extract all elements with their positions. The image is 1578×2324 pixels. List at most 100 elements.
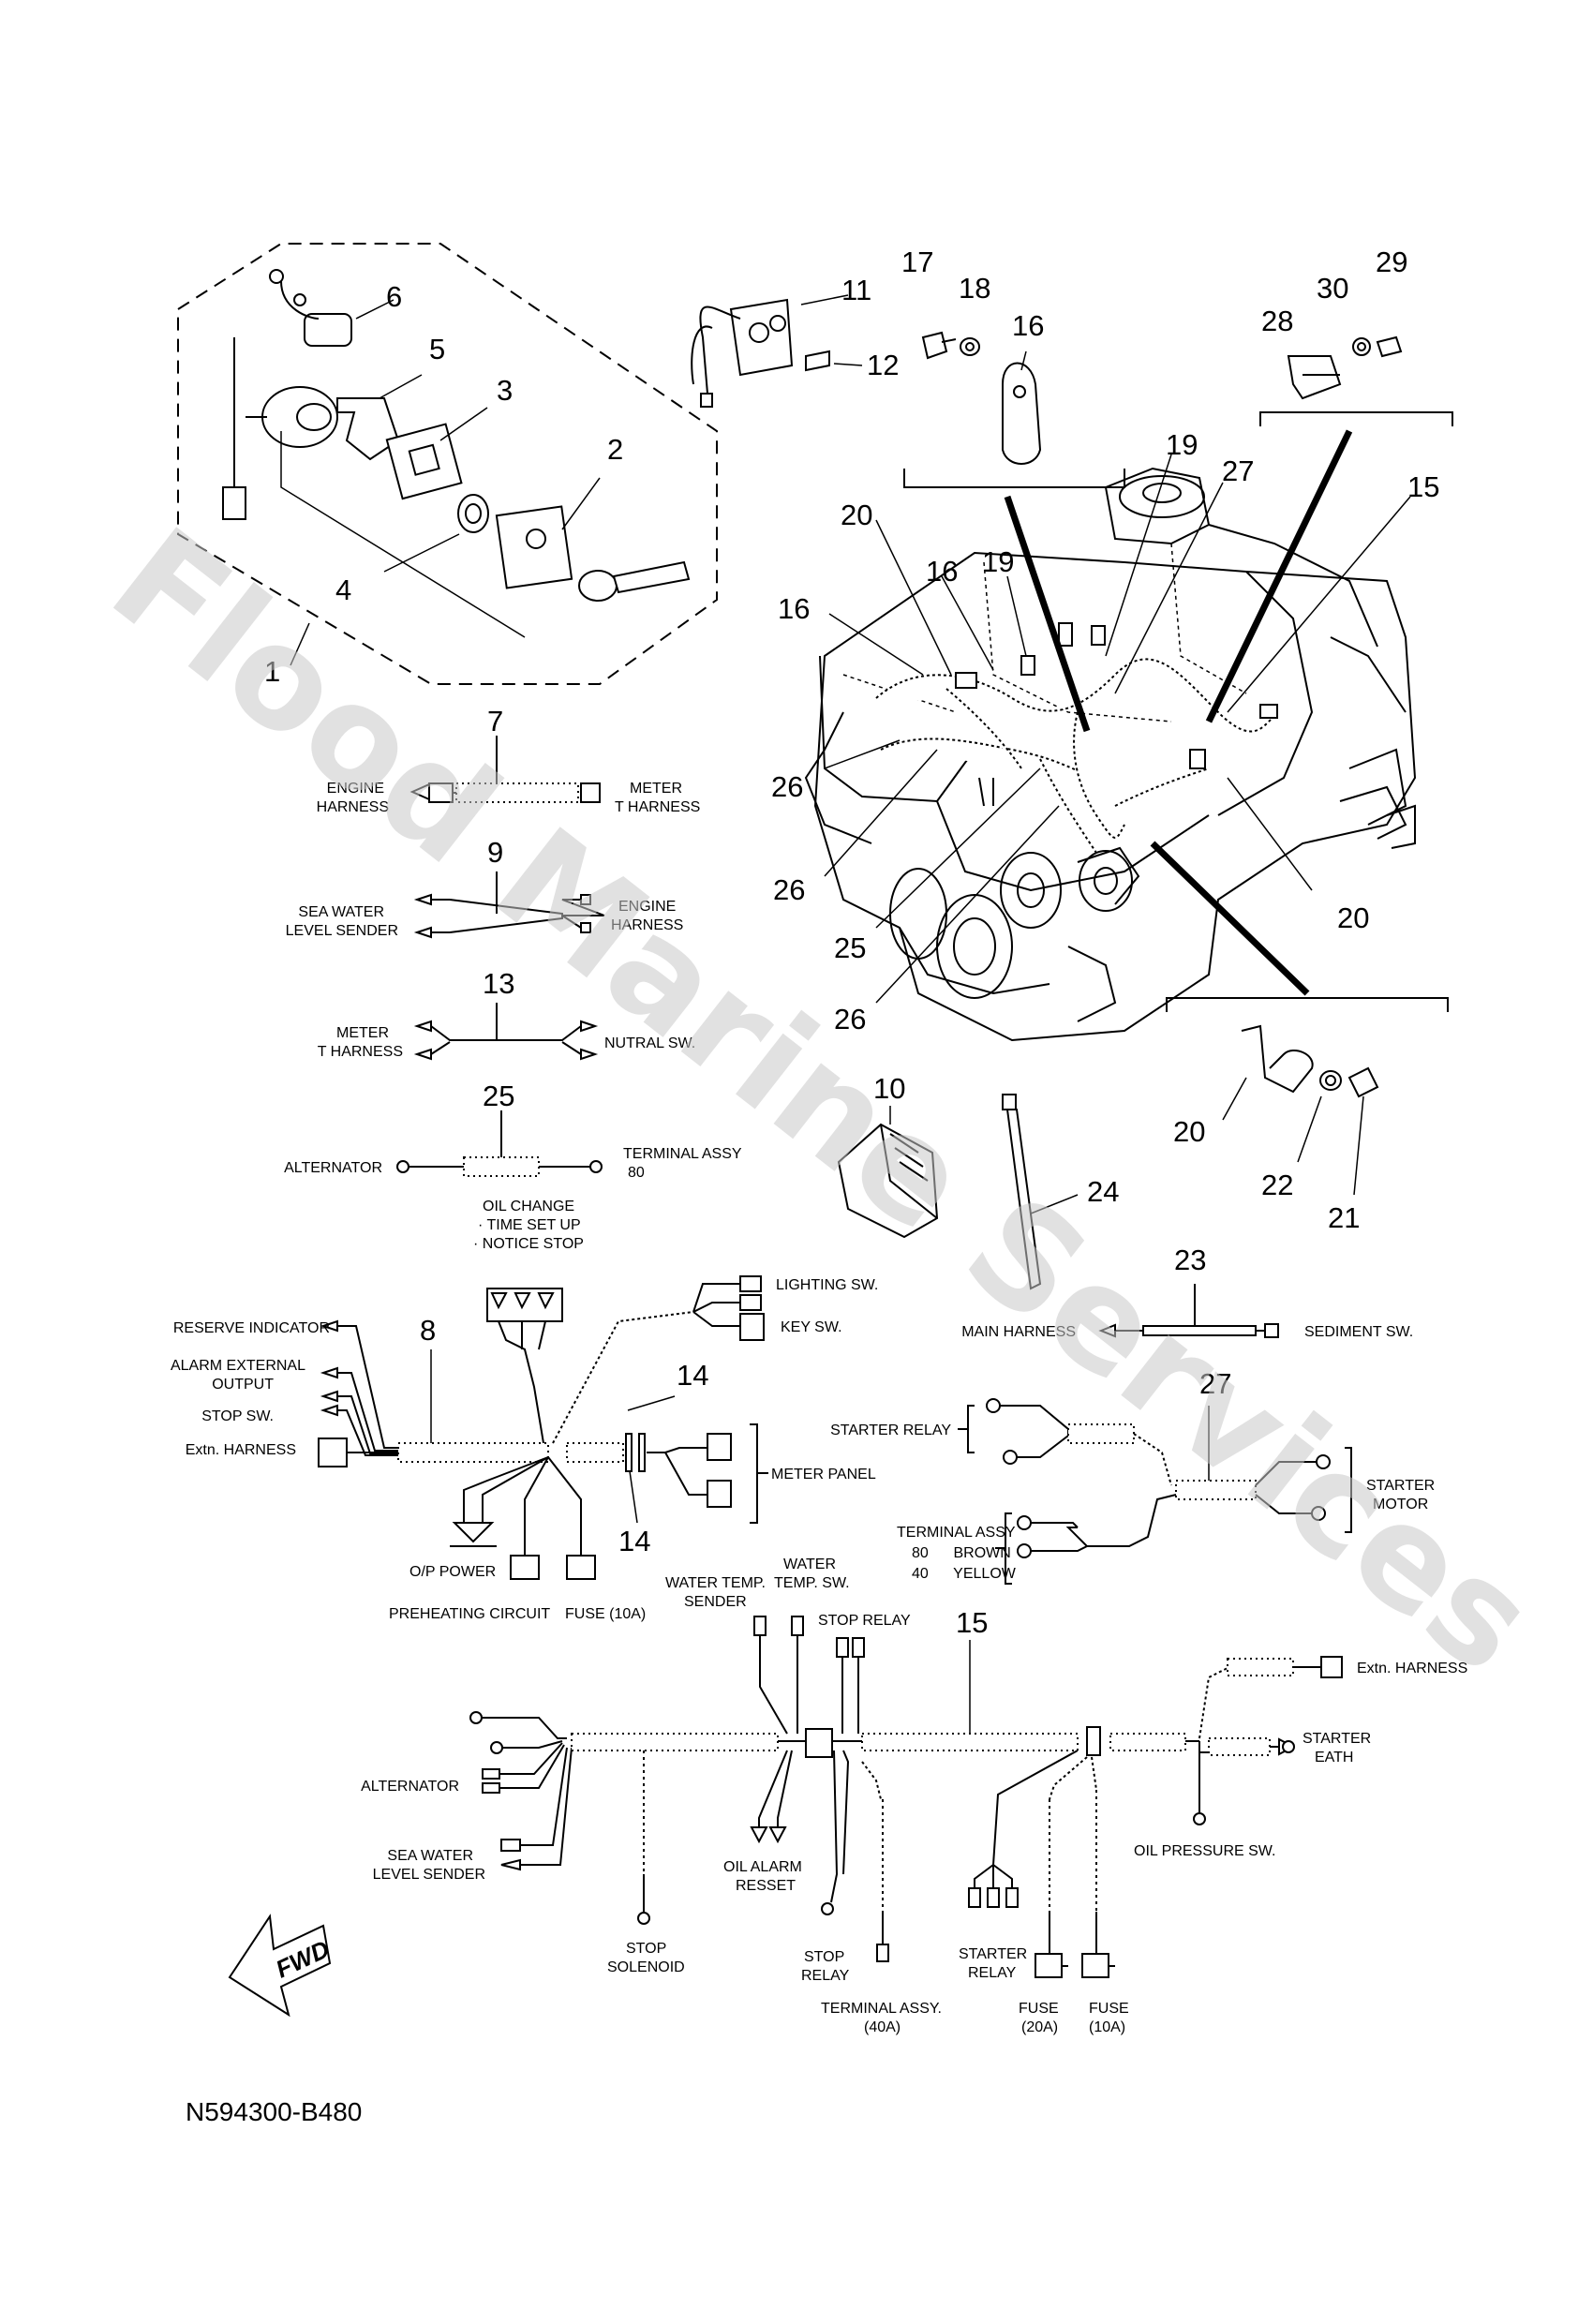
- label-alternator-15: ALTERNATOR: [361, 1779, 459, 1795]
- clamp-bolt-group-bottom: [1150, 841, 1449, 1196]
- label-water-temp-sender-b: SENDER: [684, 1594, 747, 1610]
- label-key-sw: KEY SW.: [781, 1319, 842, 1335]
- callout-28: 28: [1261, 305, 1293, 337]
- engine-leaders: [824, 454, 1411, 1004]
- callout-13: 13: [483, 967, 514, 1000]
- harness-9: [413, 872, 605, 939]
- label-lighting-sw: LIGHTING SW.: [776, 1277, 878, 1293]
- harness-7: [409, 736, 601, 803]
- callout-numbers: 6 5 3 2 4 1 11 12 17 18 16 28 30 29 19 2…: [264, 246, 1439, 1639]
- callout-14-bottom: 14: [618, 1525, 650, 1557]
- harness-13: [413, 1003, 599, 1061]
- callout-15: 15: [956, 1606, 988, 1639]
- stay-part: [336, 397, 400, 461]
- callout-7: 7: [487, 705, 503, 737]
- label-oil-alarm-b: RESSET: [736, 1878, 796, 1894]
- label-sediment-sw: SEDIMENT SW.: [1304, 1324, 1413, 1340]
- label-engine-harness-7b: HARNESS: [317, 799, 389, 815]
- label-stop-sw: STOP SW.: [201, 1408, 274, 1424]
- callout-11: 11: [841, 274, 871, 306]
- label-preheating: PREHEATING CIRCUIT: [389, 1606, 550, 1622]
- label-op-power: O/P POWER: [409, 1564, 496, 1580]
- callout-15-top: 15: [1407, 470, 1439, 503]
- callout-25-engine: 25: [834, 931, 866, 964]
- callout-30: 30: [1317, 272, 1348, 305]
- label-fuse-10a-a: FUSE: [1089, 2001, 1129, 2017]
- label-fuse-20a-b: (20A): [1021, 2019, 1058, 2035]
- label-alternator-25: ALTERNATOR: [284, 1160, 382, 1176]
- label-starter-eath-b: EATH: [1315, 1750, 1353, 1765]
- label-sea-water-9a: SEA WATER: [298, 904, 384, 920]
- callout-16-left: 16: [778, 592, 810, 625]
- label-stop-relay-a: STOP: [804, 1949, 844, 1965]
- label-fuse-20a-a: FUSE: [1019, 2001, 1059, 2017]
- callout-26-a: 26: [771, 770, 803, 803]
- label-alarm-external-b: OUTPUT: [212, 1377, 274, 1393]
- callout-3: 3: [497, 374, 513, 407]
- label-starter-motor-a: STARTER: [1366, 1478, 1435, 1494]
- key-part: [578, 570, 618, 602]
- label-terminal-27a: TERMINAL ASSY: [897, 1525, 1016, 1541]
- label-oil-pressure-sw: OIL PRESSURE SW.: [1134, 1843, 1275, 1859]
- label-stop-solenoid-b: SOLENOID: [607, 1959, 685, 1975]
- label-terminal-15a: TERMINAL ASSY.: [821, 2001, 942, 2017]
- label-engine-9b: HARNESS: [611, 917, 683, 933]
- label-starter-relay-15a: STARTER: [959, 1946, 1027, 1962]
- label-water-temp-sw-a: WATER: [783, 1557, 836, 1572]
- label-oil-alarm-a: OIL ALARM: [723, 1859, 802, 1875]
- label-stop-relay-b: RELAY: [801, 1968, 850, 1984]
- label-engine-harness-7a: ENGINE: [327, 781, 384, 797]
- callout-25: 25: [483, 1080, 514, 1112]
- callout-19-top: 19: [1166, 428, 1198, 461]
- callout-10: 10: [873, 1072, 905, 1105]
- harness-15: [469, 1616, 1343, 1978]
- harness-23: [1098, 1284, 1279, 1338]
- label-starter-relay-27: STARTER RELAY: [830, 1423, 951, 1438]
- label-meter-7b: T HARNESS: [615, 799, 700, 815]
- callout-5: 5: [429, 333, 445, 365]
- label-water-temp-sw-b: TEMP. SW.: [774, 1575, 850, 1591]
- switch-part-11: [691, 294, 863, 408]
- label-terminal-27c: 40 YELLOW: [912, 1566, 1017, 1582]
- callout-20-a: 20: [841, 499, 872, 531]
- callout-29: 29: [1376, 246, 1407, 278]
- label-sea-water-9b: LEVEL SENDER: [286, 923, 398, 939]
- cover-part-10: [837, 1106, 939, 1239]
- label-starter-motor-b: MOTOR: [1373, 1497, 1428, 1512]
- label-starter-eath-a: STARTER: [1303, 1731, 1371, 1747]
- callout-12: 12: [867, 349, 899, 381]
- label-extn-harness-8: Extn. HARNESS: [186, 1442, 296, 1458]
- callout-16-mid: 16: [926, 555, 958, 588]
- callout-22: 22: [1261, 1169, 1293, 1201]
- callout-4: 4: [335, 574, 351, 606]
- label-stop-relay-top: STOP RELAY: [818, 1613, 911, 1629]
- callout-23: 23: [1174, 1244, 1206, 1276]
- callout-6: 6: [386, 280, 402, 313]
- label-meter-panel: METER PANEL: [771, 1467, 876, 1482]
- label-stop-solenoid-a: STOP: [626, 1941, 666, 1957]
- label-sea-water-15a: SEA WATER: [387, 1848, 473, 1864]
- label-notice-stop: · NOTICE STOP: [473, 1236, 584, 1252]
- harness-25: [396, 1110, 603, 1177]
- harness-8: [318, 1275, 768, 1580]
- callout-20-b: 20: [1337, 901, 1369, 934]
- key-switch-assy-group: [177, 243, 718, 685]
- group-outline: [177, 243, 718, 685]
- label-meter-13a: METER: [336, 1025, 389, 1041]
- label-meter-7a: METER: [630, 781, 682, 797]
- label-terminal-27b: 80 BROWN: [912, 1545, 1011, 1561]
- callout-21: 21: [1328, 1201, 1360, 1234]
- seal-part-12: [805, 350, 830, 372]
- label-engine-9a: ENGINE: [618, 899, 676, 915]
- label-extn-harness-15: Extn. HARNESS: [1357, 1661, 1467, 1676]
- harness-27: [958, 1398, 1352, 1585]
- label-alarm-external-a: ALARM EXTERNAL: [171, 1358, 305, 1374]
- callout-9: 9: [487, 836, 503, 869]
- callout-24: 24: [1087, 1175, 1119, 1208]
- callout-14-top: 14: [677, 1359, 708, 1392]
- label-terminal-15b: (40A): [864, 2019, 901, 2035]
- diagram-labels: ENGINE HARNESS METER T HARNESS SEA WATER…: [171, 781, 1467, 2126]
- cable-tie-part-24: [1002, 1094, 1079, 1290]
- callout-20-c: 20: [1173, 1115, 1205, 1148]
- coupler-part: [304, 313, 352, 347]
